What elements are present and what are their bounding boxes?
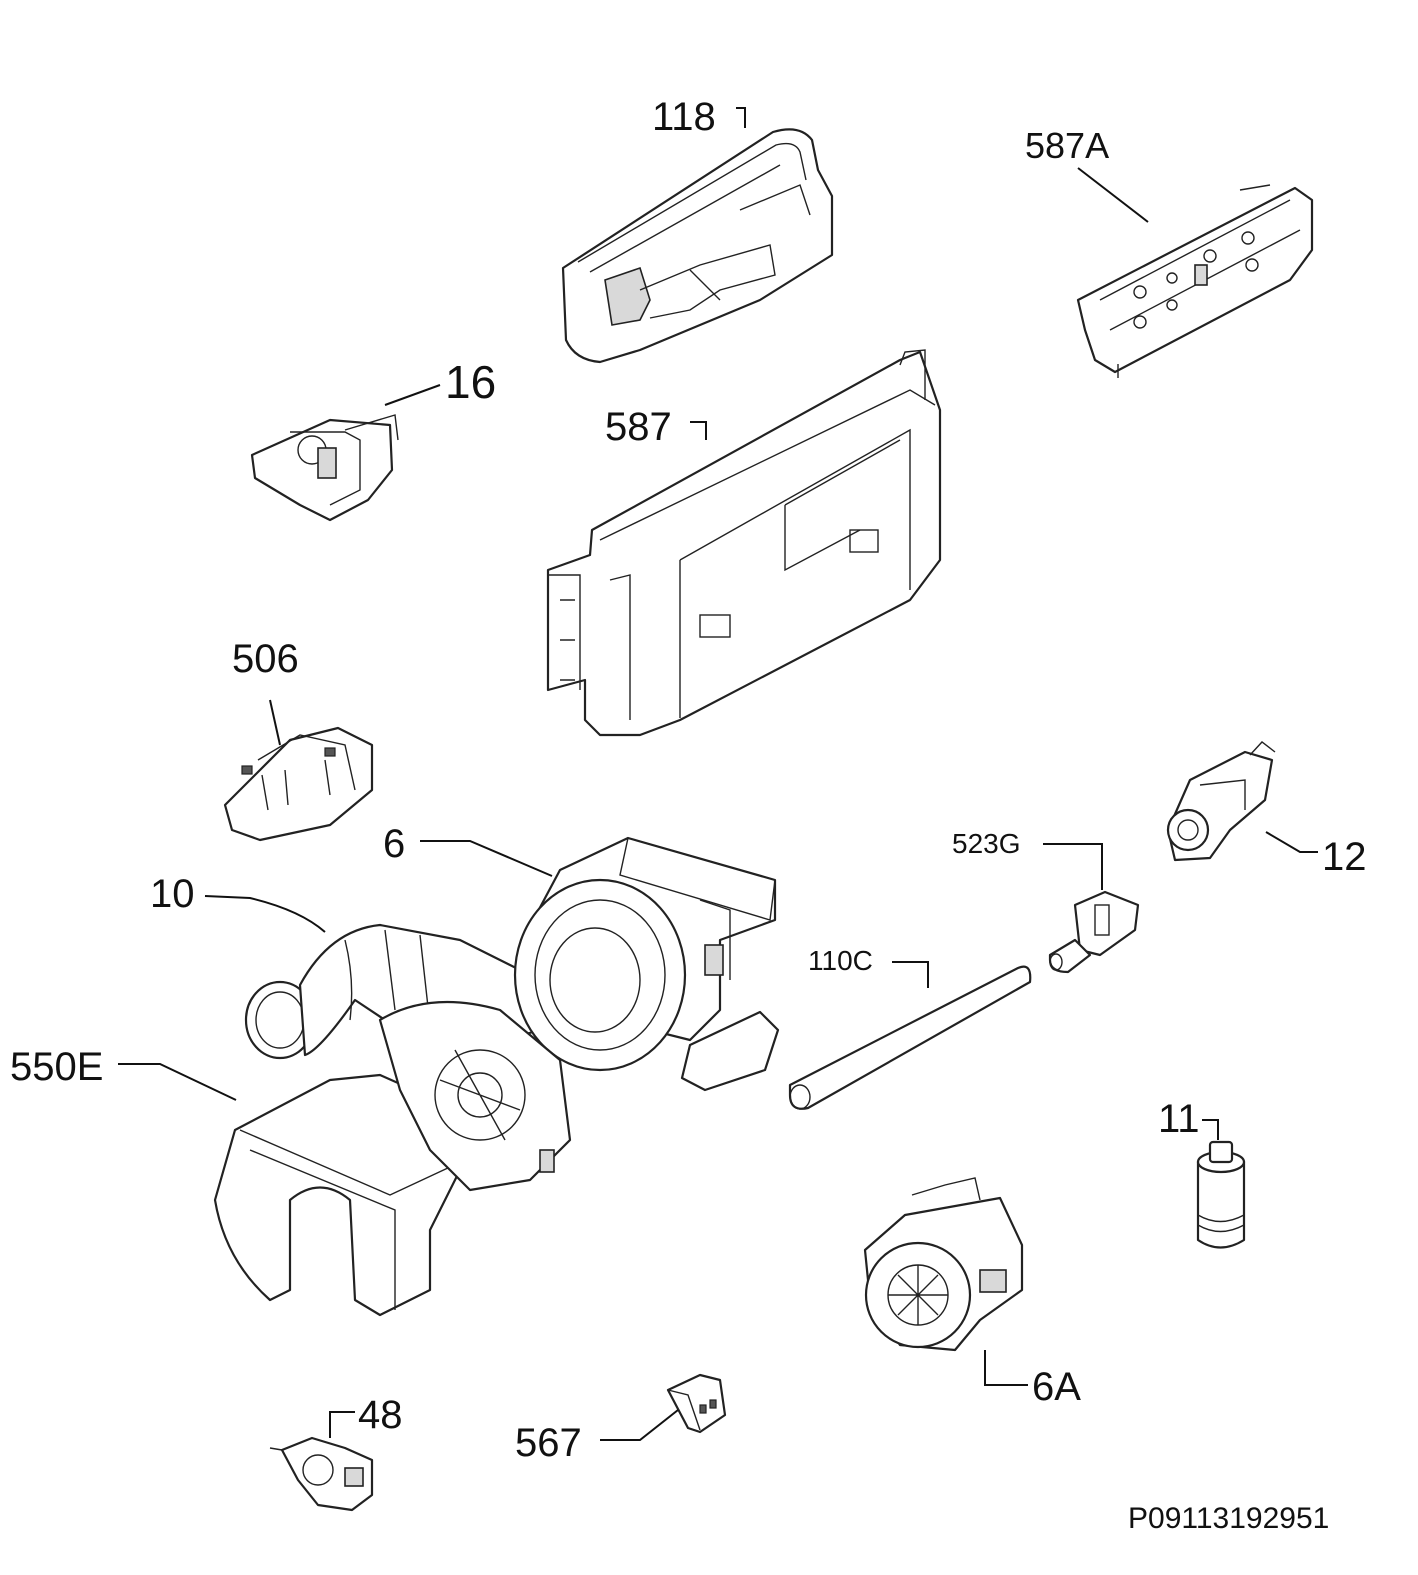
label-506: 506	[232, 637, 299, 681]
leader-12	[1265, 831, 1318, 853]
leader-6A	[984, 1350, 1028, 1386]
part-6-circulation-pump	[513, 836, 780, 1092]
part-118-panel-cover	[561, 128, 834, 364]
label-567: 567	[515, 1421, 582, 1465]
leader-110C	[892, 961, 929, 988]
part-506-sensor	[223, 726, 374, 842]
part-6A-drain-pump	[863, 1177, 1024, 1352]
label-10: 10	[150, 872, 195, 916]
part-567-connector	[666, 1373, 727, 1434]
leader-48	[329, 1411, 355, 1438]
label-6A: 6A	[1032, 1365, 1081, 1409]
part-587A-ui-board	[1076, 184, 1314, 378]
label-11: 11	[1158, 1097, 1200, 1141]
leader-11	[1202, 1119, 1219, 1140]
label-118: 118	[652, 95, 716, 139]
leader-587	[690, 421, 707, 440]
leader-118	[736, 107, 746, 128]
leader-587A	[1077, 167, 1149, 223]
leader-16	[384, 384, 441, 406]
label-6: 6	[383, 822, 405, 866]
part-587-electronic-module	[546, 349, 942, 737]
leader-506	[269, 699, 281, 746]
label-523G: 523G	[952, 828, 1021, 859]
part-550E-housing	[213, 1000, 572, 1317]
label-587A: 587A	[1025, 125, 1109, 166]
leader-10	[204, 895, 326, 933]
label-12: 12	[1322, 835, 1367, 879]
leader-6	[420, 840, 553, 877]
leader-550E	[118, 1063, 237, 1101]
label-587: 587	[605, 405, 672, 449]
leader-567	[600, 1409, 679, 1441]
part-523G-connector	[1048, 890, 1140, 974]
label-110C: 110C	[808, 945, 873, 976]
part-110C-hose	[788, 965, 1032, 1110]
part-12-sensor	[1166, 741, 1276, 862]
leader-523G	[1043, 843, 1103, 890]
part-16-door-lock	[250, 414, 399, 522]
drawing-code: P09113192951	[1128, 1502, 1329, 1535]
label-16: 16	[445, 356, 496, 408]
label-48: 48	[358, 1393, 403, 1437]
part-48-sensor	[269, 1436, 374, 1512]
label-550E: 550E	[10, 1045, 103, 1089]
part-11-capacitor	[1196, 1140, 1246, 1249]
